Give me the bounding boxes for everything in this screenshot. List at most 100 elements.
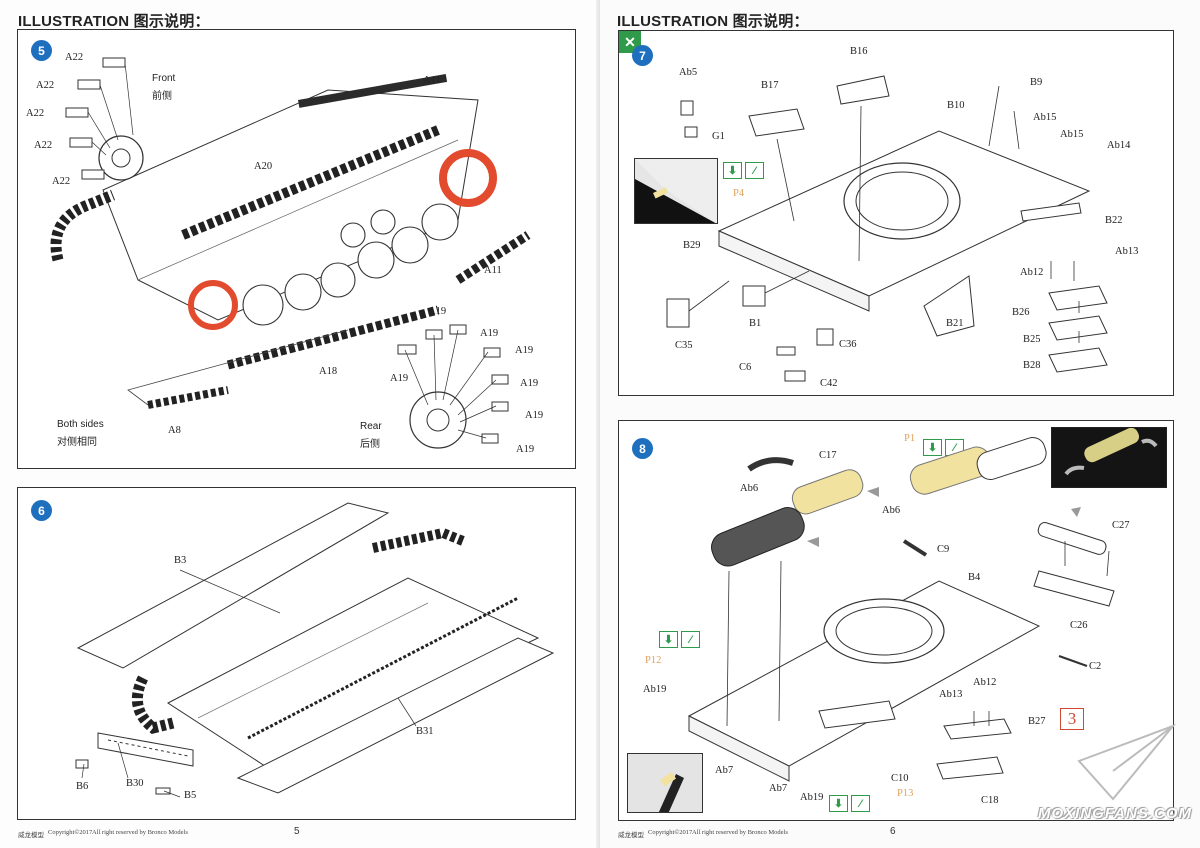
label-ab5: Ab5 [679, 67, 698, 78]
detail-inset [627, 753, 703, 813]
glue-icon: ⬇ [723, 162, 742, 179]
label-b17: B17 [761, 80, 779, 91]
label-b26: B26 [1012, 307, 1030, 318]
label-b5: B5 [184, 790, 197, 801]
label-a19: A19 [515, 345, 534, 356]
label-c9: C9 [937, 544, 950, 555]
instruction-page-5: ILLUSTRATION 图示说明： 5 [17, 13, 576, 839]
label-ab12: Ab12 [973, 677, 997, 688]
part-b6 [75, 759, 89, 769]
label-b10: B10 [947, 100, 965, 111]
part-g1 [684, 126, 698, 138]
glue-icon-group: ⬇ ⁄ [923, 439, 964, 456]
direction-arrows [807, 487, 1081, 547]
label-a19: A19 [390, 373, 409, 384]
step-8-badge: 8 [632, 438, 653, 459]
label-a11: A11 [423, 75, 441, 86]
part-b27 [943, 718, 1012, 740]
label-ab15: Ab15 [1060, 129, 1084, 140]
part-b22 [1020, 202, 1082, 222]
label-b16: B16 [850, 46, 868, 57]
step-7-drawing [666, 75, 1108, 382]
label-a19: A19 [520, 378, 539, 389]
part-c10 [818, 700, 896, 729]
muffler-mesh-dark [711, 507, 805, 567]
part-c35 [666, 298, 690, 328]
glue-icon: ⬇ [829, 795, 848, 812]
label-ab7: Ab7 [769, 783, 788, 794]
step-5-panel: 5 [17, 29, 576, 469]
label-a19: A19 [428, 306, 447, 317]
label-p13: P13 [897, 788, 914, 799]
label-c26: C26 [1070, 620, 1088, 631]
label-p4: P4 [733, 188, 745, 199]
glue-icon-group: ⬇ ⁄ [659, 631, 700, 648]
track-run-a20 [181, 125, 440, 240]
muffler-mesh-upper [791, 469, 864, 515]
glue-icon: ⬇ [659, 631, 678, 648]
step-6-panel: 6 B3 [17, 487, 576, 820]
label-a22: A22 [34, 140, 53, 151]
label-both-sides: Both sides [57, 419, 104, 430]
footer-rights: All right reserved by Bronco Models [692, 829, 788, 836]
label-ab19: Ab19 [800, 792, 824, 803]
label-front: Front [152, 73, 176, 84]
label-a19: A19 [480, 328, 499, 339]
label-ab19: Ab19 [643, 684, 667, 695]
part-c17 [747, 457, 794, 472]
label-b25: B25 [1023, 334, 1041, 345]
detail-inset [634, 158, 718, 224]
footer-copyright: Copyright©2017 [48, 829, 93, 836]
step-7-badge: 7 [632, 45, 653, 66]
footer-copyright: Copyright©2017 [648, 829, 693, 836]
label-b30: B30 [126, 778, 144, 789]
part-c27 [1037, 522, 1107, 555]
glue-icon-group: ⬇ ⁄ [829, 795, 870, 812]
label-ab13: Ab13 [1115, 246, 1139, 257]
label-a19: A19 [516, 444, 535, 455]
label-a18: A18 [319, 366, 338, 377]
page-header: ILLUSTRATION 图示说明： [18, 13, 210, 30]
part-b1 [742, 285, 766, 307]
part-b16 [836, 75, 890, 105]
part-b17 [748, 108, 805, 137]
step-8-panel: 8 ⬇ ⁄ ⬇ ⁄ ⬇ ⁄ [618, 420, 1177, 821]
label-front-cn: 前侧 [152, 91, 172, 102]
step-6-badge: 6 [31, 500, 52, 521]
step-6-drawing [75, 502, 555, 798]
label-rear: Rear [360, 421, 382, 432]
label-b22: B22 [1105, 215, 1123, 226]
muffler-body [976, 436, 1047, 481]
part-ab5 [680, 100, 694, 116]
brush-icon: ⁄ [851, 795, 870, 812]
label-ab13: Ab13 [939, 689, 963, 700]
front-track-coil [50, 189, 116, 262]
page-mark: 3 [1060, 708, 1084, 730]
label-c27: C27 [1112, 520, 1130, 531]
watermark: MOXINGFANS.COM [1038, 805, 1193, 822]
step-5-badge: 5 [31, 40, 52, 61]
track-run-a18 [226, 305, 440, 370]
label-a22: A22 [52, 176, 71, 187]
road-wheels [242, 203, 459, 326]
label-b3: B3 [174, 555, 187, 566]
label-ab6: Ab6 [740, 483, 759, 494]
step-7-panel: 7 ⬇ ⁄ [618, 30, 1174, 396]
page-number: 6 [890, 826, 896, 837]
idler-highlight [188, 280, 238, 330]
label-c17: C17 [819, 450, 837, 461]
label-b28: B28 [1023, 360, 1041, 371]
label-a22: A22 [36, 80, 55, 91]
label-c36: C36 [839, 339, 857, 350]
label-c2: C2 [1089, 661, 1102, 672]
part-c18 [936, 756, 1004, 780]
label-p1: P1 [904, 433, 916, 444]
muffler-reference-photo [1051, 427, 1167, 488]
label-b31: B31 [416, 726, 434, 737]
sprocket-highlight [439, 149, 497, 207]
part-b28 [1048, 347, 1108, 373]
label-b27: B27 [1028, 716, 1046, 727]
label-both-sides-cn: 对侧相同 [57, 437, 97, 448]
footer-brand: 威龙模型 [618, 832, 644, 839]
label-ab12: Ab12 [1020, 267, 1044, 278]
